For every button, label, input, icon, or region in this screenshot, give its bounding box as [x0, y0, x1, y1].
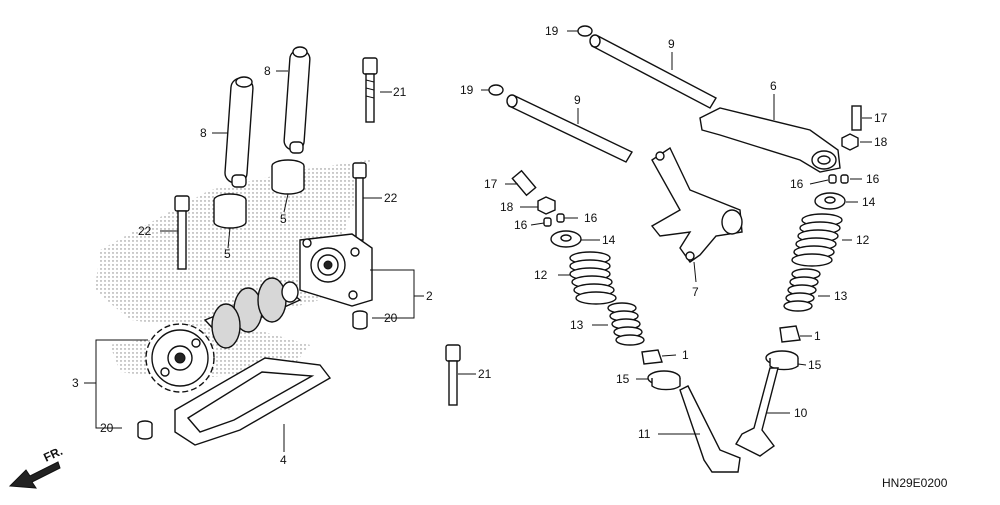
dowel-pin-upper[interactable] [352, 310, 368, 330]
o-ring-lower[interactable] [488, 84, 504, 96]
callout-15: 15 [808, 358, 822, 372]
callout-11: 11 [638, 427, 651, 441]
callout-9: 9 [668, 37, 675, 51]
callout-3: 3 [72, 376, 79, 390]
callout-7: 7 [692, 285, 699, 299]
callout-19: 19 [460, 83, 474, 97]
callout-18: 18 [500, 200, 514, 214]
valve-spring-inner-left[interactable] [607, 302, 645, 346]
front-direction-arrow [8, 461, 61, 489]
spring-seat-right[interactable] [765, 350, 799, 371]
leader-lines [84, 30, 872, 452]
lock-nut-left[interactable] [537, 196, 556, 215]
callout-12: 12 [856, 233, 870, 247]
callout-10: 10 [794, 406, 808, 420]
lock-nut-right[interactable] [841, 133, 859, 151]
callout-14: 14 [862, 195, 876, 209]
callout-15: 15 [616, 372, 630, 386]
callout-16: 16 [866, 172, 880, 186]
callout-6: 6 [770, 79, 777, 93]
diagram-code: HN29E0200 [882, 476, 948, 490]
callout-5: 5 [224, 247, 231, 261]
callout-8: 8 [264, 64, 271, 78]
callout-22: 22 [384, 191, 398, 205]
callout-1: 1 [814, 329, 821, 343]
valve-exhaust[interactable] [735, 367, 779, 457]
collar-right[interactable] [271, 159, 305, 195]
callout-labels: 8 8 5 5 21 22 22 2 20 21 3 20 4 19 19 9 … [72, 24, 948, 490]
valve-spring-outer-right[interactable] [791, 213, 843, 267]
valve-cotter-left[interactable] [543, 213, 565, 227]
callout-12: 12 [534, 268, 548, 282]
callout-17: 17 [874, 111, 888, 125]
spring-retainer-right[interactable] [814, 192, 846, 210]
spring-seat-left[interactable] [647, 370, 681, 391]
collar-left[interactable] [213, 193, 247, 229]
callout-17: 17 [484, 177, 498, 191]
valve-cotter-right[interactable] [828, 174, 849, 184]
callout-19: 19 [545, 24, 559, 38]
rocker-arm-intake[interactable] [650, 146, 743, 263]
push-rod-tube-left[interactable] [224, 76, 254, 188]
callout-2: 2 [426, 289, 433, 303]
bolt-21-bottom[interactable] [445, 344, 461, 406]
callout-13: 13 [834, 289, 848, 303]
valve-spring-inner-right[interactable] [783, 268, 821, 312]
cam-chain-guide[interactable] [174, 357, 332, 446]
adjusting-screw-right[interactable] [851, 105, 862, 131]
rocker-shaft-upper[interactable] [589, 34, 717, 109]
callout-13: 13 [570, 318, 584, 332]
callout-22: 22 [138, 224, 152, 238]
spring-retainer-left[interactable] [550, 230, 582, 248]
front-label: FR. [41, 444, 64, 465]
dowel-pin-lower[interactable] [137, 420, 153, 440]
bolt-22-left[interactable] [174, 195, 190, 270]
callout-21: 21 [478, 367, 492, 381]
rocker-shaft-lower[interactable] [506, 94, 633, 163]
o-ring-upper[interactable] [577, 25, 593, 37]
camshaft-holder[interactable] [299, 233, 373, 307]
callout-20: 20 [100, 421, 114, 435]
callout-8: 8 [200, 126, 207, 140]
callout-16: 16 [790, 177, 804, 191]
rocker-arm-exhaust[interactable] [699, 107, 841, 173]
bolt-21-top[interactable] [362, 57, 378, 123]
push-rod-tube-right[interactable] [283, 46, 311, 154]
callout-9: 9 [574, 93, 581, 107]
callout-1: 1 [682, 348, 689, 362]
cam-sprocket[interactable] [145, 323, 215, 393]
callout-16: 16 [584, 211, 598, 225]
stem-seal-right[interactable] [779, 325, 801, 343]
camshaft[interactable] [203, 277, 302, 349]
callout-14: 14 [602, 233, 616, 247]
callout-16: 16 [514, 218, 528, 232]
callout-4: 4 [280, 453, 287, 467]
adjusting-screw-left[interactable] [511, 169, 537, 197]
callout-18: 18 [874, 135, 888, 149]
stem-seal-left[interactable] [641, 349, 663, 365]
valve-intake[interactable] [679, 385, 741, 473]
callout-5: 5 [280, 212, 287, 226]
callout-20: 20 [384, 311, 398, 325]
callout-21: 21 [393, 85, 407, 99]
valve-spring-outer-left[interactable] [569, 251, 617, 305]
